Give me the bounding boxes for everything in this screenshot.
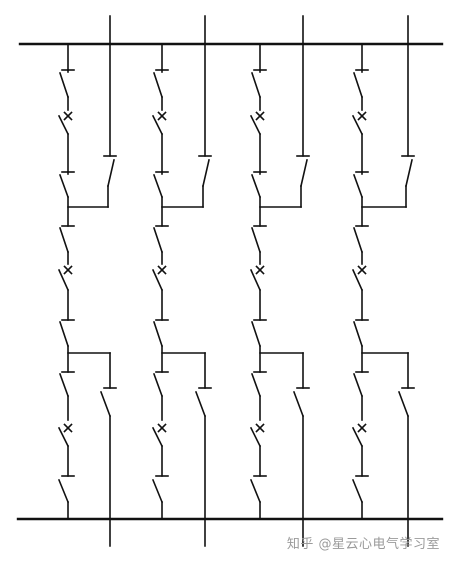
bay-1 bbox=[57, 15, 117, 547]
bay-3 bbox=[249, 15, 310, 547]
switch-blade bbox=[58, 226, 70, 254]
bypass-blade bbox=[397, 390, 410, 418]
bypass-blade bbox=[202, 159, 210, 187]
bypass-blade bbox=[107, 159, 115, 187]
breaker-blade bbox=[351, 268, 364, 292]
switch-blade bbox=[152, 226, 164, 254]
switch-blade bbox=[57, 478, 70, 504]
switch-blade bbox=[249, 478, 262, 504]
switch-blade bbox=[58, 320, 70, 348]
switch-blade bbox=[351, 478, 364, 504]
breaker-x-stroke bbox=[255, 423, 265, 433]
bypass-blade bbox=[300, 159, 308, 187]
switch-blade bbox=[250, 226, 262, 254]
switch-blade bbox=[352, 320, 364, 348]
switch-blade bbox=[152, 71, 164, 99]
switch-blade bbox=[250, 71, 262, 99]
switch-blade bbox=[352, 173, 364, 199]
switch-blade bbox=[152, 372, 164, 398]
breaker-x-stroke bbox=[255, 265, 265, 275]
breaker-blade bbox=[57, 114, 70, 136]
switch-blade bbox=[250, 372, 262, 398]
breaker-blade bbox=[151, 268, 164, 292]
breaker-x-stroke bbox=[357, 111, 367, 121]
breaker-blade bbox=[151, 426, 164, 448]
breaker-x-stroke bbox=[63, 265, 73, 275]
switch-blade bbox=[152, 320, 164, 348]
breaker-x-stroke bbox=[63, 111, 73, 121]
breaker-blade bbox=[249, 268, 262, 292]
breaker-blade bbox=[249, 114, 262, 136]
switch-blade bbox=[152, 173, 164, 199]
breaker-x-stroke bbox=[357, 423, 367, 433]
breaker-x-stroke bbox=[157, 265, 167, 275]
breaker-x-stroke bbox=[63, 423, 73, 433]
breaker-blade bbox=[57, 426, 70, 448]
bay-2 bbox=[151, 15, 212, 547]
bypass-blade bbox=[405, 159, 413, 187]
switch-blade bbox=[352, 71, 364, 99]
bypass-blade bbox=[292, 390, 305, 418]
switch-blade bbox=[352, 372, 364, 398]
breaker-x-stroke bbox=[157, 111, 167, 121]
breaker-x-stroke bbox=[357, 265, 367, 275]
breaker-blade bbox=[249, 426, 262, 448]
bypass-blade bbox=[194, 390, 207, 418]
bay-4 bbox=[351, 15, 415, 547]
switch-blade bbox=[352, 226, 364, 254]
watermark: 知乎 @星云心电气学习室 bbox=[286, 537, 440, 552]
switch-blade bbox=[250, 320, 262, 348]
switch-blade bbox=[250, 173, 262, 199]
breaker-x-stroke bbox=[255, 111, 265, 121]
switch-blade bbox=[58, 173, 70, 199]
breaker-blade bbox=[351, 114, 364, 136]
breaker-blade bbox=[57, 268, 70, 292]
breaker-blade bbox=[351, 426, 364, 448]
switch-blade bbox=[58, 71, 70, 99]
bypass-blade bbox=[99, 390, 112, 418]
breaker-blade bbox=[151, 114, 164, 136]
switch-blade bbox=[58, 372, 70, 398]
switch-blade bbox=[151, 478, 164, 504]
breaker-x-stroke bbox=[157, 423, 167, 433]
